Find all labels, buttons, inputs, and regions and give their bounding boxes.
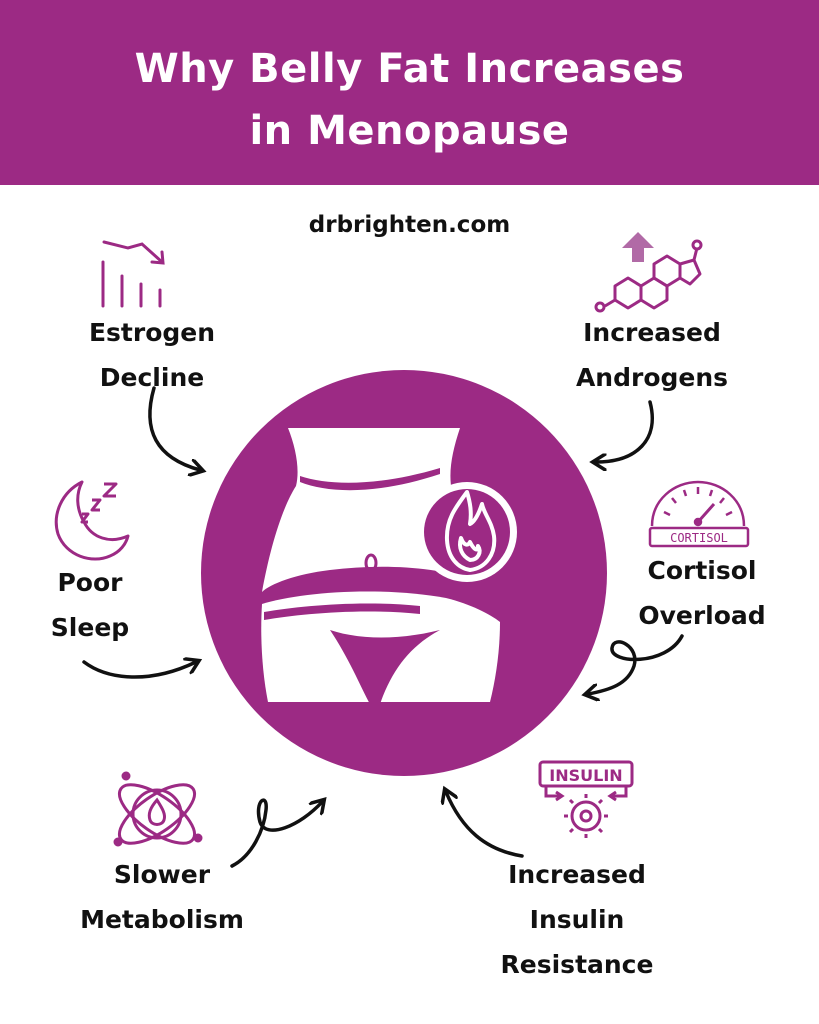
website-credit: drbrighten.com [308,212,511,238]
declining-chart-icon [101,240,165,308]
metabolism-line-1: Slower [113,860,211,889]
arrow-metabolism [230,800,322,868]
estrogen-line-1: Estrogen [88,318,216,347]
insulin-line-3: Resistance [500,950,654,979]
cortisol-gauge-icon [648,480,750,548]
label-cortisol-overload: Cortisol Overload [612,548,792,638]
belly-with-flame-icon [201,370,607,776]
arrow-insulin [446,792,524,858]
cortisol-line-1: Cortisol [647,556,757,585]
arrow-androgens [596,400,654,462]
insulin-badge-text: INSULIN [549,766,622,785]
page-title: Why Belly Fat Increases in Menopause [0,38,819,162]
atom-flame-icon [113,771,203,847]
arrow-estrogen [148,386,200,470]
androgens-line-1: Increased [583,318,721,347]
title-line-2: in Menopause [249,108,570,154]
insulin-cell-icon [538,760,634,838]
label-poor-sleep: Poor Sleep [30,560,150,650]
androgens-line-2: Androgens [575,363,729,392]
label-increased-androgens: Increased Androgens [540,310,764,400]
cortisol-badge-text: CORTISOL [670,531,728,545]
steroid-molecule-icon [594,232,703,313]
title-line-1: Why Belly Fat Increases [134,46,685,92]
metabolism-line-2: Metabolism [80,905,244,934]
label-slower-metabolism: Slower Metabolism [52,852,272,942]
sleep-line-1: Poor [57,568,123,597]
moon-zzz-icon [54,480,130,561]
arrow-sleep [82,662,196,679]
insulin-line-1: Increased [508,860,646,889]
cortisol-line-2: Overload [638,601,766,630]
label-estrogen-decline: Estrogen Decline [42,310,262,400]
label-insulin-resistance: Increased Insulin Resistance [470,852,684,987]
arrow-cortisol [588,634,684,694]
estrogen-line-2: Decline [99,363,205,392]
header-banner: Why Belly Fat Increases in Menopause [0,0,819,185]
insulin-line-2: Insulin [529,905,625,934]
sleep-line-2: Sleep [50,613,130,642]
